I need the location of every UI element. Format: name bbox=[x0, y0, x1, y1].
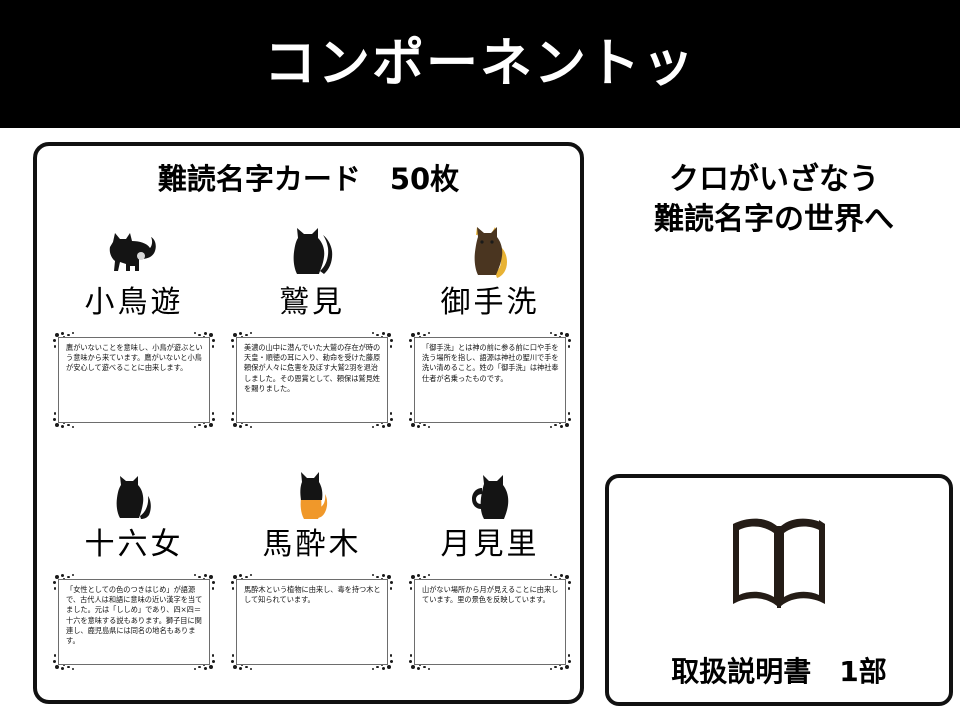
cat-icon-slot bbox=[103, 204, 165, 282]
tagline: クロがいざなう 難読名字の世界へ bbox=[596, 160, 952, 240]
surname-label: 御手洗 bbox=[440, 285, 540, 320]
name-card-entry[interactable]: 鷲見 美濃の山中に潜んでいた大鷲の存在が時の天皇・順徳の耳に入り、勅命を受けた藤… bbox=[223, 204, 401, 429]
description-inner-frame: 「女性としての色のつきはじめ」が語源で、古代人は和語に意味の近い漢字を当てました… bbox=[58, 579, 210, 665]
description-text: 馬酔木という植物に由来し、毒を持つ木として知られています。 bbox=[244, 585, 381, 605]
description-text: 「女性としての色のつきはじめ」が語源で、古代人は和語に意味の近い漢字を当てました… bbox=[66, 585, 203, 646]
name-card-entry[interactable]: 月見里 山がない場所から月が見えることに由来しています。里の景色を反映しています… bbox=[401, 446, 579, 671]
tagline-line-1: クロがいざなう bbox=[669, 162, 879, 197]
name-card-entry[interactable]: 御手洗 「御手洗」とは神の前に参る前に口や手を洗う場所を指し、語源は神社の聖川で… bbox=[401, 204, 579, 429]
name-card-entry[interactable]: 十六女 「女性としての色のつきはじめ」が語源で、古代人は和語に意味の近い漢字を当… bbox=[45, 446, 223, 671]
golden-tail-cat-sitting-icon bbox=[474, 227, 507, 278]
name-card-entry[interactable]: 小鳥遊 鷹がいないことを意味し、小鳥が遊ぶという意味から来ています。鷹がいないと… bbox=[45, 204, 223, 429]
surname-label: 鷲見 bbox=[279, 285, 345, 320]
description-card: 山がない場所から月が見えることに由来しています。里の景色を反映しています。 bbox=[408, 573, 572, 671]
description-card: 美濃の山中に潜んでいた大鷲の存在が時の天皇・順徳の耳に入り、勅命を受けた藤原頼保… bbox=[230, 331, 394, 429]
cards-panel-title: 難読名字カード 50枚 bbox=[157, 162, 460, 196]
tagline-line-2: 難読名字の世界へ bbox=[654, 202, 894, 238]
cat-icon-slot bbox=[291, 446, 333, 524]
cat-icon-slot bbox=[465, 204, 515, 282]
surname-label: 小鳥遊 bbox=[84, 285, 184, 320]
card-row-top: 小鳥遊 鷹がいないことを意味し、小鳥が遊ぶという意味から来ています。鷹がいないと… bbox=[45, 204, 580, 429]
black-cat-walking-icon bbox=[109, 233, 156, 271]
description-text: 美濃の山中に潜んでいた大鷲の存在が時の天皇・順徳の耳に入り、勅命を受けた藤原頼保… bbox=[244, 343, 381, 393]
description-inner-frame: 「御手洗」とは神の前に参る前に口や手を洗う場所を指し、語源は神社の聖川で手を洗い… bbox=[414, 337, 566, 423]
description-card: 「御手洗」とは神の前に参る前に口や手を洗う場所を指し、語源は神社の聖川で手を洗い… bbox=[408, 331, 572, 429]
card-row-bottom: 十六女 「女性としての色のつきはじめ」が語源で、古代人は和語に意味の近い漢字を当… bbox=[45, 446, 580, 671]
manual-icon-wrap bbox=[609, 502, 949, 622]
description-inner-frame: 山がない場所から月が見えることに由来しています。里の景色を反映しています。 bbox=[414, 579, 566, 665]
name-card-entry[interactable]: 馬酔木 馬酔木という植物に由来し、毒を持つ木として知られています。 bbox=[223, 446, 401, 671]
description-inner-frame: 馬酔木という植物に由来し、毒を持つ木として知られています。 bbox=[236, 579, 388, 665]
cat-icon-slot bbox=[287, 204, 337, 282]
cat-icon-slot bbox=[464, 446, 516, 524]
header-banner: コンポーネントッ bbox=[0, 0, 960, 128]
orange-bodied-cat-sitting-icon bbox=[300, 472, 328, 519]
description-card: 「女性としての色のつきはじめ」が語源で、古代人は和語に意味の近い漢字を当てました… bbox=[52, 573, 216, 671]
cat-icon-slot bbox=[111, 446, 157, 524]
surname-label: 馬酔木 bbox=[262, 527, 362, 562]
cards-panel: 難読名字カード 50枚 小鳥遊 鷹がいないことを意味し、小鳥が遊ぶという意味から… bbox=[33, 142, 584, 704]
page-title: コンポーネントッ bbox=[263, 34, 696, 94]
manual-label: 取扱説明書 1部 bbox=[671, 655, 887, 688]
open-book-icon bbox=[733, 518, 825, 608]
description-text: 山がない場所から月が見えることに由来しています。里の景色を反映しています。 bbox=[422, 585, 559, 605]
description-text: 「御手洗」とは神の前に参る前に口や手を洗う場所を指し、語源は神社の聖川で手を洗い… bbox=[422, 343, 559, 383]
black-cat-sitting-small-icon bbox=[116, 476, 151, 519]
black-cat-sitting-icon bbox=[293, 228, 333, 274]
description-text: 鷹がいないことを意味し、小鳥が遊ぶという意味から来ています。鷹がいないと小鳥が安… bbox=[66, 343, 203, 373]
surname-label: 月見里 bbox=[440, 527, 540, 562]
description-card: 馬酔木という植物に由来し、毒を持つ木として知られています。 bbox=[230, 573, 394, 671]
black-cat-curled-tail-icon bbox=[472, 475, 509, 519]
description-card: 鷹がいないことを意味し、小鳥が遊ぶという意味から来ています。鷹がいないと小鳥が安… bbox=[52, 331, 216, 429]
surname-label: 十六女 bbox=[84, 527, 184, 562]
description-inner-frame: 美濃の山中に潜んでいた大鷲の存在が時の天皇・順徳の耳に入り、勅命を受けた藤原頼保… bbox=[236, 337, 388, 423]
description-inner-frame: 鷹がいないことを意味し、小鳥が遊ぶという意味から来ています。鷹がいないと小鳥が安… bbox=[58, 337, 210, 423]
manual-box[interactable]: 取扱説明書 1部 bbox=[605, 474, 953, 706]
